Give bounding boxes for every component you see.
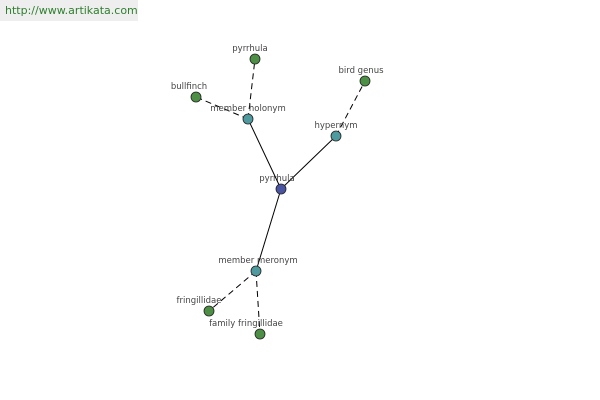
- node-circle-leaf-family[interactable]: [254, 328, 266, 340]
- node-circle-meronym[interactable]: [250, 265, 262, 277]
- edges-layer: [195, 58, 366, 335]
- node-label-leaf-birdgenus: bird genus: [338, 66, 384, 76]
- node-label-leaf-bullfinch: bullfinch: [171, 82, 207, 92]
- node-label-hypernym: hypernym: [314, 121, 357, 131]
- edge-holonym-leaf-pyrrhula: [247, 58, 256, 120]
- node-leaf-pyrrhula[interactable]: pyrrhula: [232, 44, 268, 65]
- node-circle-root[interactable]: [275, 183, 287, 195]
- node-label-leaf-fringillidae: fringillidae: [177, 296, 222, 306]
- node-leaf-birdgenus[interactable]: bird genus: [338, 66, 384, 87]
- node-label-holonym: member holonym: [210, 104, 285, 114]
- node-circle-holonym[interactable]: [242, 113, 254, 125]
- node-label-meronym: member meronym: [218, 256, 297, 266]
- edge-meronym-leaf-fringillidae: [208, 270, 257, 312]
- edge-meronym-leaf-family: [255, 270, 261, 335]
- node-label-leaf-pyrrhula: pyrrhula: [232, 44, 267, 54]
- node-label-root: pyrrhula: [259, 174, 294, 184]
- edge-root-holonym: [247, 118, 282, 190]
- node-holonym[interactable]: member holonym: [210, 104, 286, 125]
- node-leaf-fringillidae[interactable]: fringillidae: [177, 296, 222, 317]
- nodes-layer: pyrrhula member holonym hypernym member mer…: [171, 44, 384, 340]
- node-circle-hypernym[interactable]: [330, 130, 342, 142]
- node-root[interactable]: pyrrhula: [259, 174, 295, 195]
- node-circle-leaf-fringillidae[interactable]: [203, 305, 215, 317]
- node-circle-leaf-bullfinch[interactable]: [190, 91, 202, 103]
- edge-root-hypernym: [280, 135, 337, 190]
- node-hypernym[interactable]: hypernym: [314, 121, 358, 142]
- watermark-url: http://www.artikata.com: [0, 0, 138, 21]
- node-label-leaf-family: family fringillidae: [209, 319, 283, 329]
- node-circle-leaf-birdgenus[interactable]: [359, 75, 371, 87]
- edge-hypernym-leaf-birdgenus: [335, 80, 366, 137]
- edge-root-meronym: [255, 188, 282, 272]
- node-circle-leaf-pyrrhula[interactable]: [249, 53, 261, 65]
- node-leaf-bullfinch[interactable]: bullfinch: [171, 82, 207, 103]
- node-meronym[interactable]: member meronym: [218, 256, 298, 277]
- node-leaf-family[interactable]: family fringillidae: [209, 319, 283, 340]
